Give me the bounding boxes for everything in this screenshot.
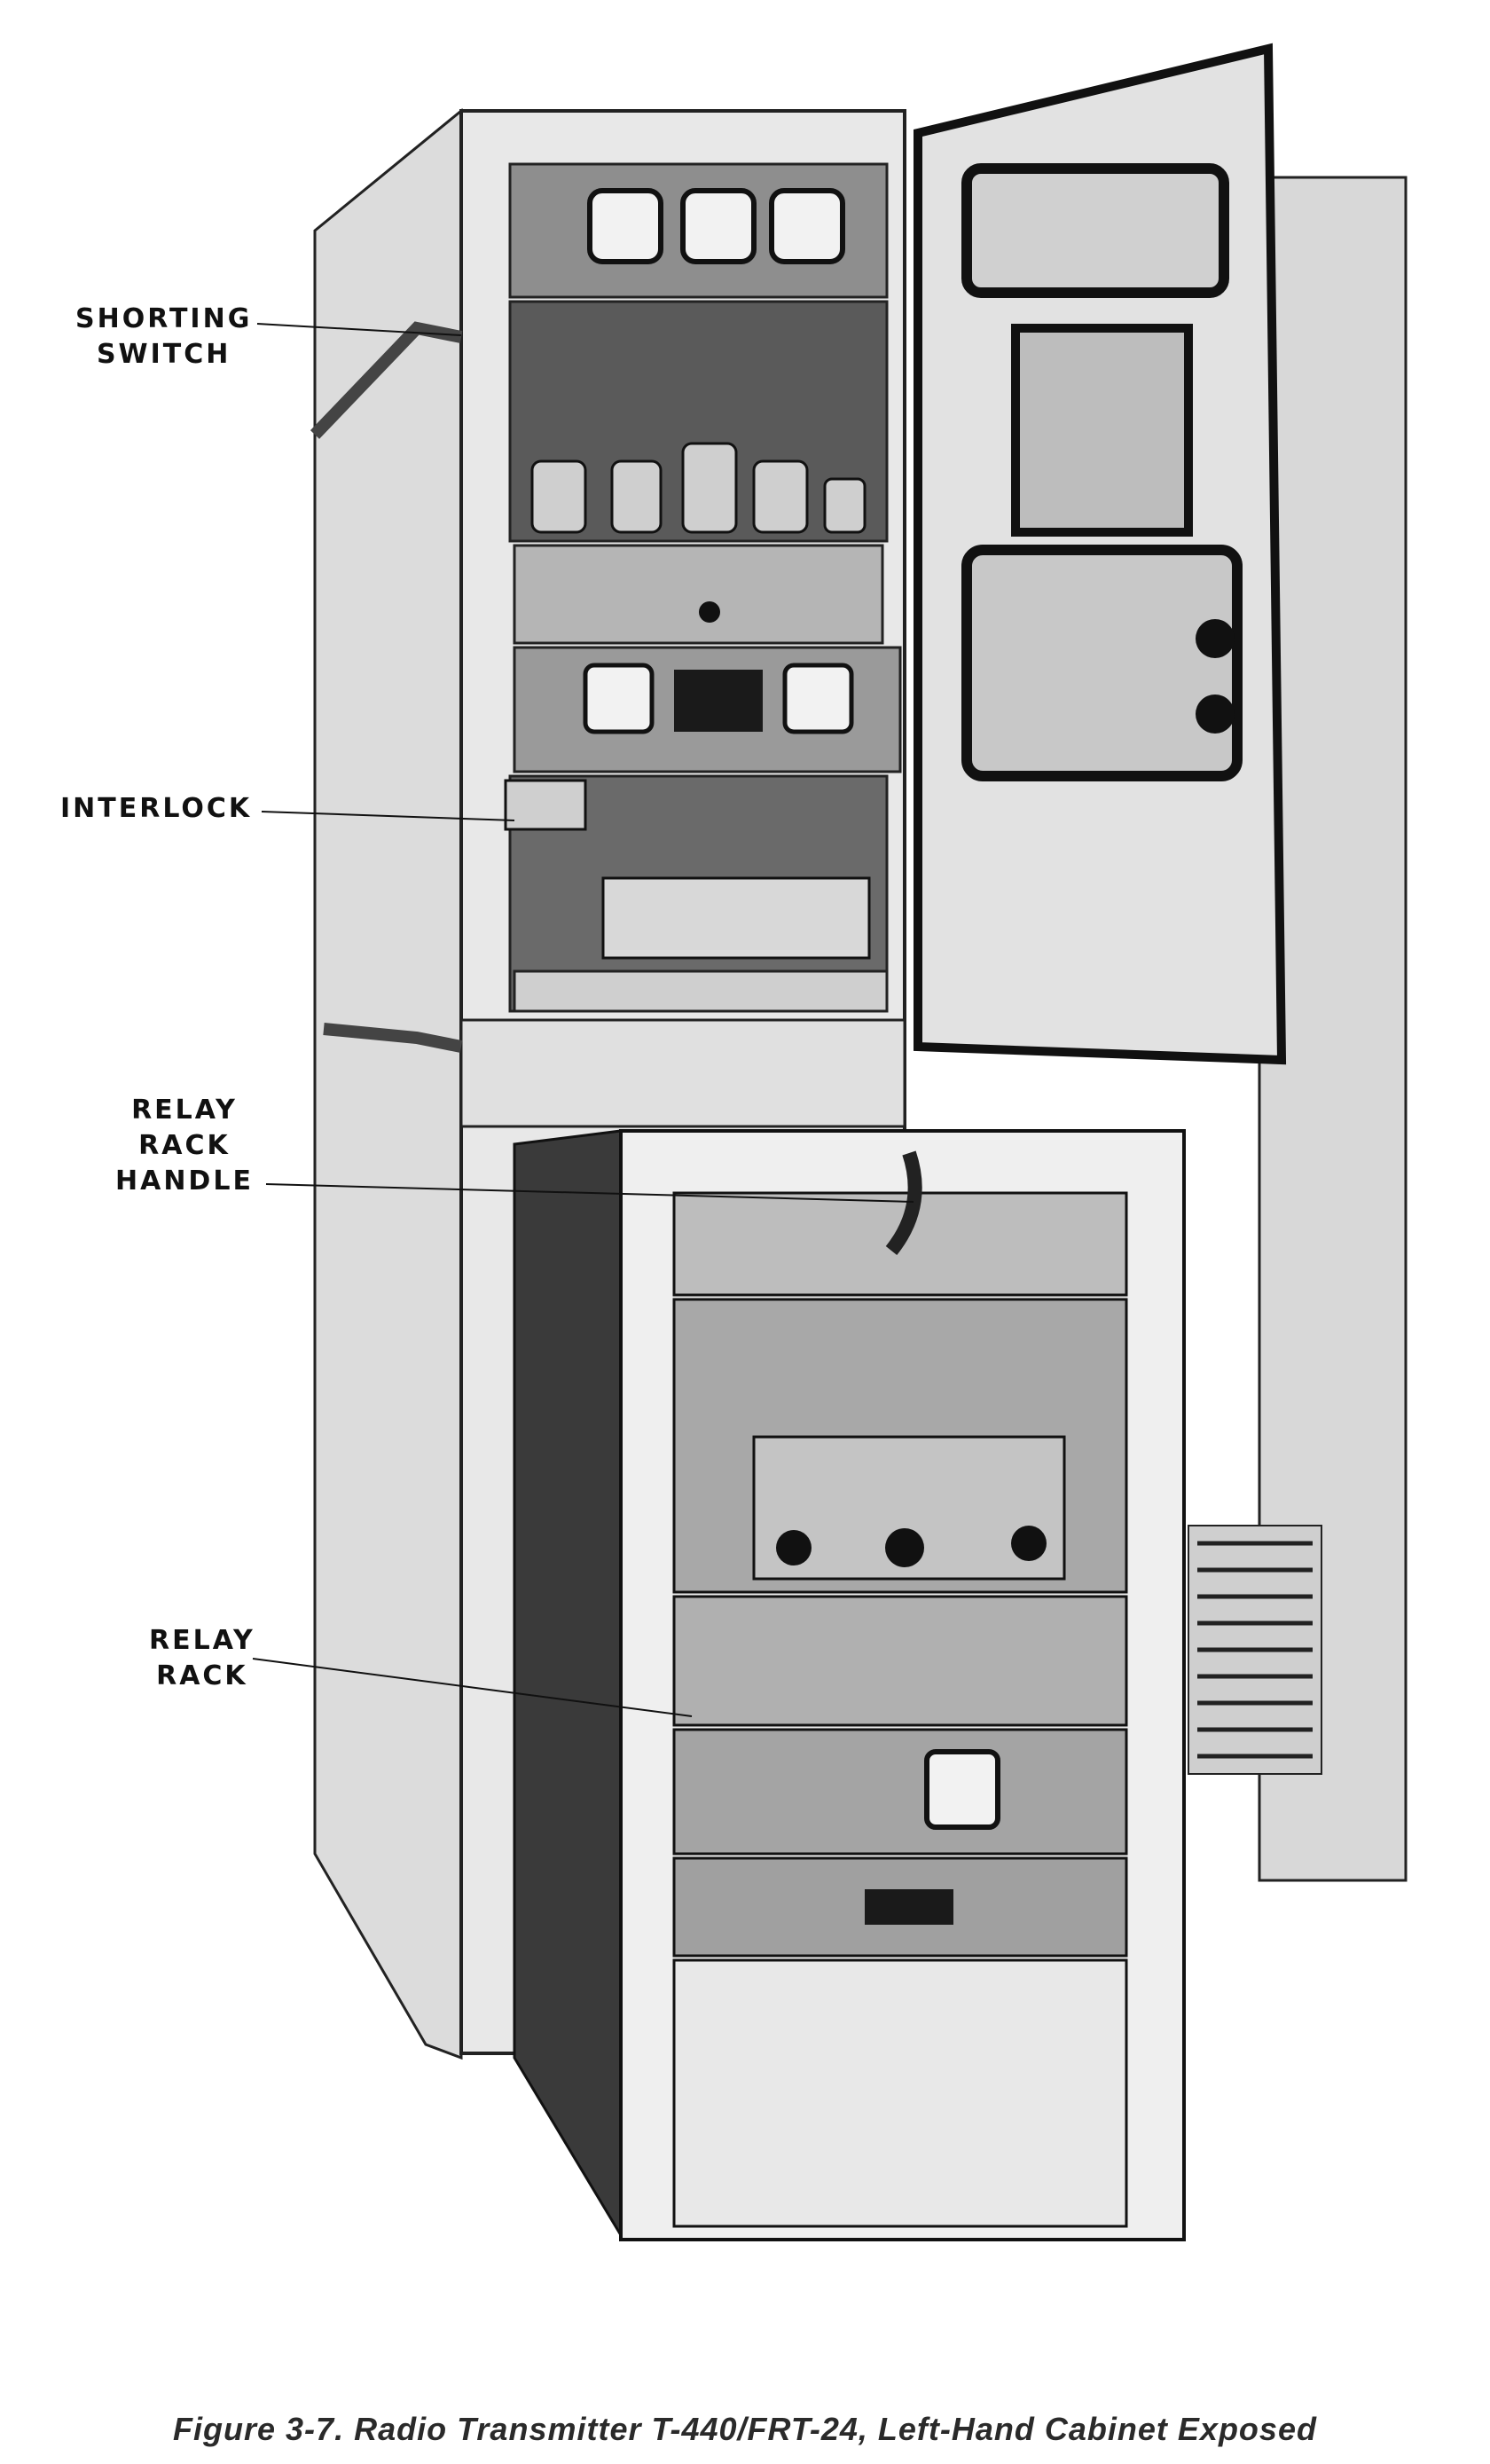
door-window-top bbox=[961, 163, 1229, 298]
rack-panel-3 bbox=[672, 1595, 1128, 1727]
callout-relay-rack-handle: RELAY RACK HANDLE bbox=[115, 1093, 254, 1199]
meter-icon bbox=[924, 1749, 1000, 1830]
door-window-low bbox=[961, 545, 1243, 781]
callout-line: RACK bbox=[138, 1130, 231, 1161]
callout-line: RACK bbox=[156, 1660, 248, 1691]
nameplate bbox=[865, 1889, 953, 1925]
vent-slots bbox=[1197, 1541, 1313, 1759]
door-knob-icon bbox=[1196, 619, 1235, 658]
door-knob-icon bbox=[1196, 694, 1235, 734]
interlock-box bbox=[504, 779, 587, 831]
door-window-mid bbox=[1011, 324, 1193, 537]
vacuum-tube-icons bbox=[530, 442, 867, 534]
meter-icon bbox=[583, 663, 655, 734]
callout-line: SHORTING bbox=[75, 303, 253, 334]
callout-line: SWITCH bbox=[96, 339, 231, 370]
control-strip bbox=[513, 544, 884, 645]
callout-shorting-switch: SHORTING SWITCH bbox=[75, 302, 252, 373]
side-handle-lower bbox=[323, 1023, 463, 1053]
callout-interlock: INTERLOCK bbox=[60, 791, 252, 827]
callout-line: RELAY bbox=[149, 1625, 255, 1656]
relay-rack-side bbox=[513, 1129, 623, 2240]
nameplate bbox=[674, 670, 763, 732]
shelf bbox=[513, 969, 889, 1013]
rack-blank bbox=[672, 1958, 1128, 2228]
callout-line: INTERLOCK bbox=[60, 793, 253, 824]
callout-line: HANDLE bbox=[115, 1165, 254, 1197]
knob-icon bbox=[699, 601, 720, 623]
figure-caption: Figure 3-7. Radio Transmitter T-440/FRT-… bbox=[173, 2411, 1317, 2447]
chassis bbox=[601, 876, 871, 960]
rack-panel-4 bbox=[672, 1728, 1128, 1856]
cabinet-left-side bbox=[313, 107, 463, 2060]
rack-knob-icons bbox=[776, 1526, 1047, 1567]
meter-icon bbox=[782, 663, 854, 734]
callout-relay-rack: RELAY RACK bbox=[149, 1623, 255, 1694]
callout-line: RELAY bbox=[131, 1095, 238, 1126]
leader-lines bbox=[252, 323, 914, 1717]
rack-handle-icon bbox=[885, 1150, 922, 1255]
meter-icons bbox=[587, 188, 845, 264]
mid-band bbox=[459, 1018, 906, 1128]
